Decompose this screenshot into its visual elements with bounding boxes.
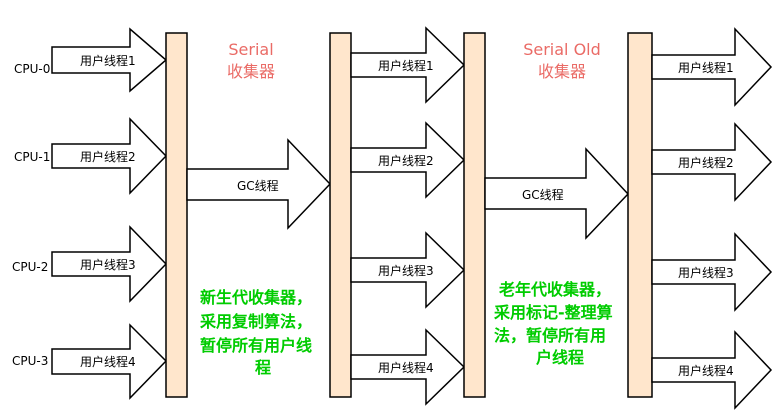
- user-thread-label: 用户线程3: [678, 265, 734, 280]
- user-thread-label: 用户线程4: [378, 360, 434, 375]
- serial-old-title: Serial Old: [523, 40, 601, 59]
- user-thread-arrow-2-col2: 用户线程2: [350, 121, 466, 199]
- gc-thread-arrow-serial-old: GC线程: [484, 147, 630, 240]
- cpu-label-2: CPU-2: [12, 260, 48, 274]
- user-thread-label: 用户线程2: [378, 153, 434, 168]
- user-thread-arrow-4-col1: 用户线程4: [51, 323, 168, 400]
- user-thread-label: 用户线程1: [80, 53, 136, 68]
- serial-subtitle: 收集器: [227, 62, 275, 81]
- serial-note-line: 采用复制算法，: [199, 312, 312, 331]
- serial-old-subtitle: 收集器: [538, 62, 586, 81]
- gc-thread-label: GC线程: [237, 178, 279, 193]
- gc-thread-arrow-serial: GC线程: [186, 138, 332, 230]
- user-thread-arrow-1-col3: 用户线程1: [651, 27, 773, 107]
- serial-old-note-line: 老年代收集器，: [498, 280, 611, 299]
- serial-note: 新生代收集器， 采用复制算法， 暂停所有用户线 程: [199, 288, 312, 377]
- user-thread-arrow-4-col2: 用户线程4: [350, 328, 466, 406]
- user-thread-arrow-2-col1: 用户线程2: [51, 117, 168, 195]
- application-bar-1: [329, 32, 352, 398]
- application-bar-2: [627, 32, 653, 398]
- cpu-label-0: CPU-0: [14, 62, 50, 76]
- cpu-label-3: CPU-3: [12, 354, 48, 368]
- user-thread-label: 用户线程3: [378, 263, 434, 278]
- user-thread-label: 用户线程1: [378, 58, 434, 73]
- user-thread-arrow-1-col1: 用户线程1: [51, 27, 168, 93]
- serial-title: Serial: [228, 40, 273, 59]
- serial-old-note-line: 法，暂停所有用: [494, 326, 606, 345]
- user-thread-arrow-3-col2: 用户线程3: [350, 231, 466, 309]
- user-thread-label: 用户线程2: [80, 149, 136, 164]
- serial-old-note-line: 采用标记-整理算: [493, 303, 613, 322]
- serial-gc-bar: [165, 32, 188, 398]
- cpu-label-1: CPU-1: [14, 150, 50, 164]
- user-thread-label: 用户线程1: [678, 60, 734, 75]
- serial-note-line: 新生代收集器，: [200, 288, 312, 307]
- user-thread-arrow-3-col3: 用户线程3: [651, 232, 773, 312]
- user-thread-arrow-2-col3: 用户线程2: [651, 122, 773, 202]
- serial-old-note: 老年代收集器， 采用标记-整理算 法，暂停所有用 户线程: [493, 280, 613, 367]
- gc-thread-label: GC线程: [522, 187, 564, 202]
- user-thread-arrow-4-col3: 用户线程4: [651, 330, 773, 410]
- user-thread-label: 用户线程4: [678, 363, 734, 378]
- serial-note-line: 程: [255, 358, 271, 377]
- serial-old-gc-bar: [463, 32, 486, 398]
- user-thread-label: 用户线程4: [80, 354, 136, 369]
- user-thread-arrow-1-col2: 用户线程1: [350, 26, 466, 104]
- user-thread-label: 用户线程2: [678, 155, 734, 170]
- serial-old-note-line: 户线程: [536, 348, 584, 367]
- user-thread-label: 用户线程3: [80, 257, 136, 272]
- user-thread-arrow-3-col1: 用户线程3: [51, 225, 168, 303]
- serial-note-line: 暂停所有用户线: [200, 336, 312, 355]
